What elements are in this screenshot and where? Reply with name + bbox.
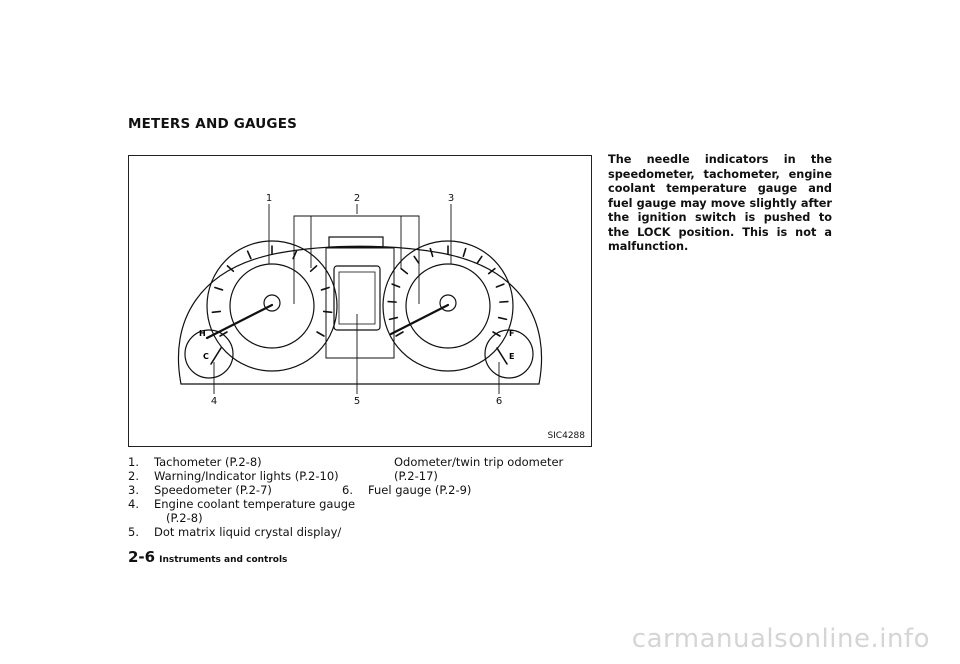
fuel-needle [496, 347, 508, 365]
callout-bracket-2 [293, 215, 420, 304]
legend-list-right: Odometer/twin trip odometer (P.2-17) 6.F… [342, 455, 598, 497]
speedometer-tick [495, 283, 505, 288]
legend-item: (P.2-17) [394, 469, 438, 483]
coolant-hot-mark: H [199, 329, 206, 338]
tachometer-tick [322, 310, 333, 314]
fuel-empty-mark: E [509, 352, 514, 361]
speedometer-outer [382, 240, 514, 372]
speedometer-tick [387, 300, 397, 303]
speedometer-tick [395, 331, 404, 337]
instrument-cluster-illustration: H C F E 1 2 3 4 5 6 [177, 193, 543, 407]
figure-code: SIC4288 [547, 431, 585, 441]
speedometer-tick [497, 316, 508, 321]
speedometer-tick [487, 267, 496, 275]
legend-item: 3.Speedometer (P.2-7) [128, 483, 272, 497]
legend-item: 2.Warning/Indicator lights (P.2-10) [128, 469, 339, 483]
legend-list-left: 1.Tachometer (P.2-8) 2.Warning/Indicator… [128, 455, 368, 539]
tachometer-outer [206, 240, 338, 372]
fuel-full-mark: F [509, 329, 514, 338]
coolant-gauge [184, 329, 234, 379]
tachometer-tick [226, 265, 235, 273]
callout-2: 2 [354, 193, 360, 204]
speedometer-tick [391, 283, 401, 288]
legend-item: (P.2-8) [166, 511, 203, 525]
legend-item: 1.Tachometer (P.2-8) [128, 455, 262, 469]
callout-1: 1 [266, 193, 272, 204]
speedometer-tick [400, 267, 409, 275]
center-panel [325, 247, 395, 359]
tachometer-inner [229, 263, 315, 349]
tachometer-tick [214, 286, 224, 291]
speedometer-needle [389, 303, 450, 336]
page-number: 2-6 [128, 548, 156, 566]
legend-item: 5.Dot matrix liquid crystal display/ [128, 525, 342, 539]
legend-item: 4.Engine coolant temperature gauge [128, 497, 356, 511]
speedometer-tick [429, 247, 434, 258]
legend-item: Odometer/twin trip odometer [394, 455, 564, 469]
page-footer: 2-6 Instruments and controls [128, 548, 287, 566]
top-indicator-strip [328, 236, 384, 248]
watermark: carmanualsonline.info [631, 624, 930, 654]
speedometer-tick [413, 255, 420, 264]
tachometer-hub [263, 294, 281, 312]
speedometer-tick [388, 316, 399, 321]
tachometer-tick [211, 310, 222, 314]
coolant-cold-mark: C [203, 352, 209, 361]
tachometer-tick [219, 331, 228, 337]
speedometer-hub [439, 294, 457, 312]
tachometer-tick [246, 250, 252, 260]
section-title: METERS AND GAUGES [128, 116, 298, 132]
tachometer-tick [309, 265, 318, 273]
callout-3: 3 [448, 193, 454, 204]
callout-6: 6 [496, 396, 502, 407]
tachometer-tick [320, 286, 330, 291]
instrument-cluster-figure: H C F E 1 2 3 4 5 6 SIC4288 [128, 155, 592, 447]
speedometer-tick [462, 247, 467, 258]
coolant-needle [210, 347, 222, 365]
callout-4: 4 [211, 396, 217, 407]
footer-section: Instruments and controls [159, 555, 288, 565]
speedometer-tick [499, 300, 509, 303]
legend-item: 6.Fuel gauge (P.2-9) [342, 483, 472, 497]
speedometer-tick [476, 255, 483, 264]
cluster-housing [177, 245, 543, 385]
malfunction-note: The needle indicators in the speedometer… [608, 153, 832, 253]
tachometer-tick [316, 331, 325, 337]
speedometer-inner [405, 263, 491, 349]
tachometer-needle [205, 303, 274, 340]
fuel-gauge [484, 329, 534, 379]
speedometer-tick [492, 331, 501, 337]
callout-5: 5 [354, 396, 360, 407]
